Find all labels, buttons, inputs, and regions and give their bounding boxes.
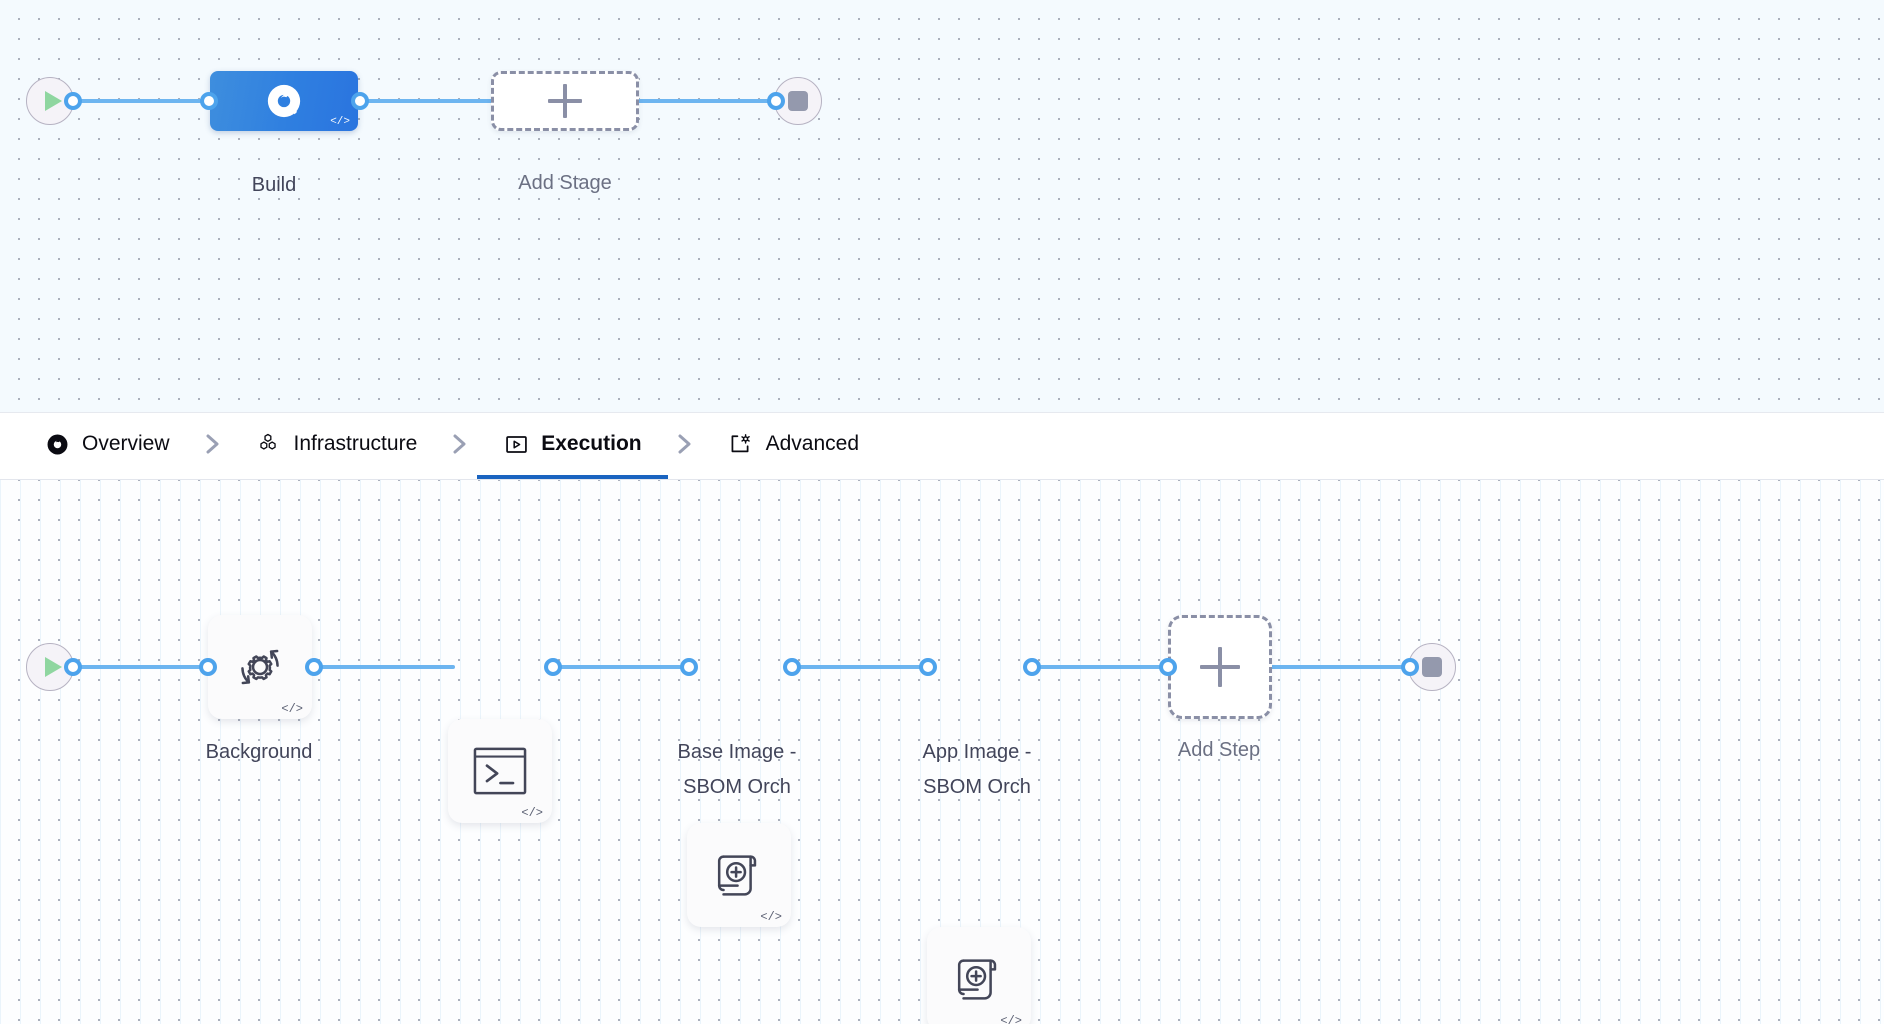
harness-ci-icon	[265, 82, 303, 120]
edge-addstep-to-end	[1265, 665, 1417, 669]
chevron-right-icon	[449, 429, 471, 464]
tab-infrastructure-label: Infrastructure	[293, 432, 418, 455]
code-badge[interactable]: </>	[521, 806, 543, 820]
edge-background-to-run	[307, 665, 455, 669]
stop-icon	[788, 91, 808, 111]
edge-run-to-base-sbom	[546, 665, 694, 669]
step-label-background: Background	[205, 741, 313, 763]
tab-execution[interactable]: Execution	[477, 413, 668, 479]
edge-build-to-addstage	[352, 99, 504, 103]
code-badge[interactable]: </>	[1000, 1014, 1022, 1024]
tab-overview-label: Overview	[82, 432, 170, 455]
step-app-sbom-port-in[interactable]	[1023, 658, 1041, 676]
step-background-port-out[interactable]	[305, 658, 323, 676]
step-background-port-in[interactable]	[199, 658, 217, 676]
tab-overview[interactable]: Overview	[18, 413, 196, 479]
step-app-sbom-port-out[interactable]	[1159, 658, 1177, 676]
plus-icon	[548, 84, 582, 118]
stage-end-port[interactable]	[767, 92, 785, 110]
edge-addstage-to-end	[632, 99, 784, 103]
play-icon	[44, 657, 62, 677]
code-badge[interactable]: </>	[760, 910, 782, 924]
stage-canvas[interactable]: </> Build Add Stage	[0, 0, 1884, 412]
step-run-port-out[interactable]	[680, 658, 698, 676]
stage-build-port-in[interactable]	[200, 92, 218, 110]
edge-start-to-background	[72, 665, 216, 669]
add-step-button[interactable]	[1168, 615, 1272, 719]
step-run-port-in[interactable]	[544, 658, 562, 676]
add-step-label: Add Step	[1177, 739, 1261, 761]
chevron-right-icon	[202, 429, 224, 464]
scroll-plus-icon	[710, 846, 768, 904]
play-icon	[44, 91, 62, 111]
exec-start-node[interactable]	[26, 643, 74, 691]
step-label-base-image-sbom: Base Image - SBOM Orch	[677, 741, 797, 798]
execution-canvas[interactable]: </> Background </> Run	[0, 480, 1884, 1024]
exec-end-port[interactable]	[1401, 658, 1419, 676]
step-label-app-image-sbom: App Image - SBOM Orch	[922, 741, 1032, 798]
tab-separator-2	[443, 413, 477, 479]
scroll-plus-icon	[950, 950, 1008, 1008]
add-stage-button[interactable]	[491, 71, 639, 131]
tab-infrastructure[interactable]: Infrastructure	[230, 413, 444, 479]
tab-separator-3	[668, 413, 702, 479]
terminal-icon	[472, 745, 528, 797]
plus-icon	[1200, 647, 1240, 687]
edge-app-sbom-to-addstep	[1025, 665, 1175, 669]
exec-start-port[interactable]	[64, 658, 82, 676]
play-box-icon	[503, 431, 529, 457]
tab-advanced-label: Advanced	[765, 432, 860, 455]
stage-start-port[interactable]	[64, 92, 82, 110]
stage-config-tabs[interactable]: Overview Infrastructure	[0, 412, 1884, 480]
step-node-background[interactable]: </>	[208, 615, 312, 719]
tab-advanced[interactable]: Advanced	[702, 413, 885, 479]
step-node-base-image-sbom[interactable]: </>	[687, 823, 791, 927]
settings-box-icon	[728, 431, 754, 457]
edge-base-to-app-sbom	[786, 665, 934, 669]
code-badge[interactable]: </>	[281, 702, 303, 716]
add-stage-label: Add Stage	[518, 172, 612, 194]
gear-refresh-icon	[229, 636, 291, 698]
chevron-right-icon	[674, 429, 696, 464]
harness-overview-icon	[44, 431, 70, 457]
tab-separator-1	[196, 413, 230, 479]
stop-icon	[1422, 657, 1442, 677]
stage-label-build: Build	[251, 174, 297, 196]
step-base-sbom-port-in[interactable]	[783, 658, 801, 676]
hexagons-icon	[256, 431, 282, 457]
edge-start-to-build	[72, 99, 216, 103]
tab-execution-label: Execution	[541, 432, 642, 455]
step-node-run[interactable]: </>	[448, 719, 552, 823]
stage-node-build[interactable]: </>	[210, 71, 358, 131]
step-node-app-image-sbom[interactable]: </>	[927, 927, 1031, 1024]
code-badge[interactable]: </>	[330, 116, 350, 128]
stage-build-port-out[interactable]	[351, 92, 369, 110]
step-base-sbom-port-out[interactable]	[919, 658, 937, 676]
